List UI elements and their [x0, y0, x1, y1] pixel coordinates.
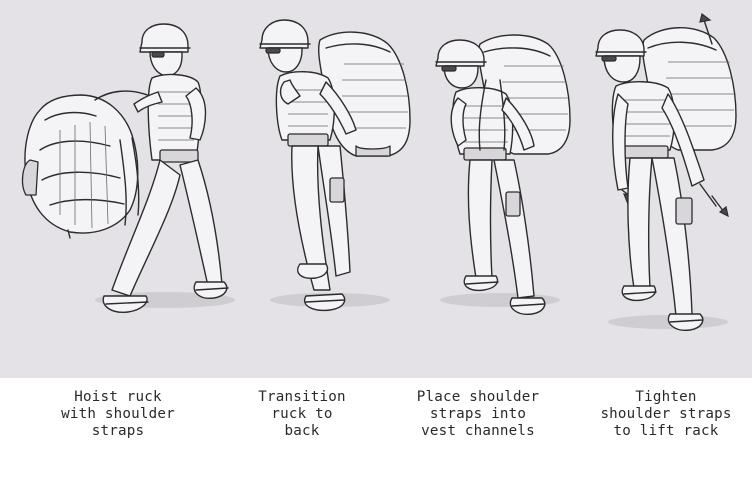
figure-hoist-ruck [21, 23, 235, 313]
soldier-4 [595, 29, 729, 331]
ruck-being-hoisted [21, 94, 139, 239]
step-2-caption-line: back [284, 423, 320, 439]
step-1-caption-line: Hoist ruck [74, 389, 162, 405]
figure-place-straps [435, 34, 571, 315]
illustration-panel [0, 0, 752, 378]
soldier-3 [435, 39, 546, 315]
step-3-caption-line: straps into [429, 406, 527, 422]
step-4-caption-line: shoulder straps [600, 406, 732, 422]
step-2-caption: Transition ruck to back [217, 389, 387, 440]
step-captions: Hoist ruck with shoulder straps Transiti… [0, 378, 752, 485]
figure-transition-ruck [259, 19, 411, 312]
lift-arrow-icon [699, 12, 713, 45]
step-1-caption: Hoist ruck with shoulder straps [33, 389, 203, 440]
pull-arrow-right-icon [711, 195, 729, 218]
step-3-caption-line: vest channels [421, 423, 535, 439]
step-4-caption-line: Tighten [635, 389, 697, 405]
soldier-2 [259, 19, 357, 312]
step-2-caption-line: ruck to [271, 406, 333, 422]
step-3-caption: Place shoulder straps into vest channels [393, 389, 563, 440]
figure-tighten-straps [595, 12, 737, 331]
step-4-caption: Tighten shoulder straps to lift rack [581, 389, 751, 440]
step-1-caption-line: with shoulder [61, 406, 175, 422]
step-4-caption-line: to lift rack [613, 423, 719, 439]
step-1-caption-line: straps [91, 423, 145, 439]
step-3-caption-line: Place shoulder [416, 389, 540, 405]
step-2-caption-line: Transition [258, 389, 346, 405]
step-illustrations [21, 12, 737, 331]
soldier-1 [102, 23, 229, 313]
